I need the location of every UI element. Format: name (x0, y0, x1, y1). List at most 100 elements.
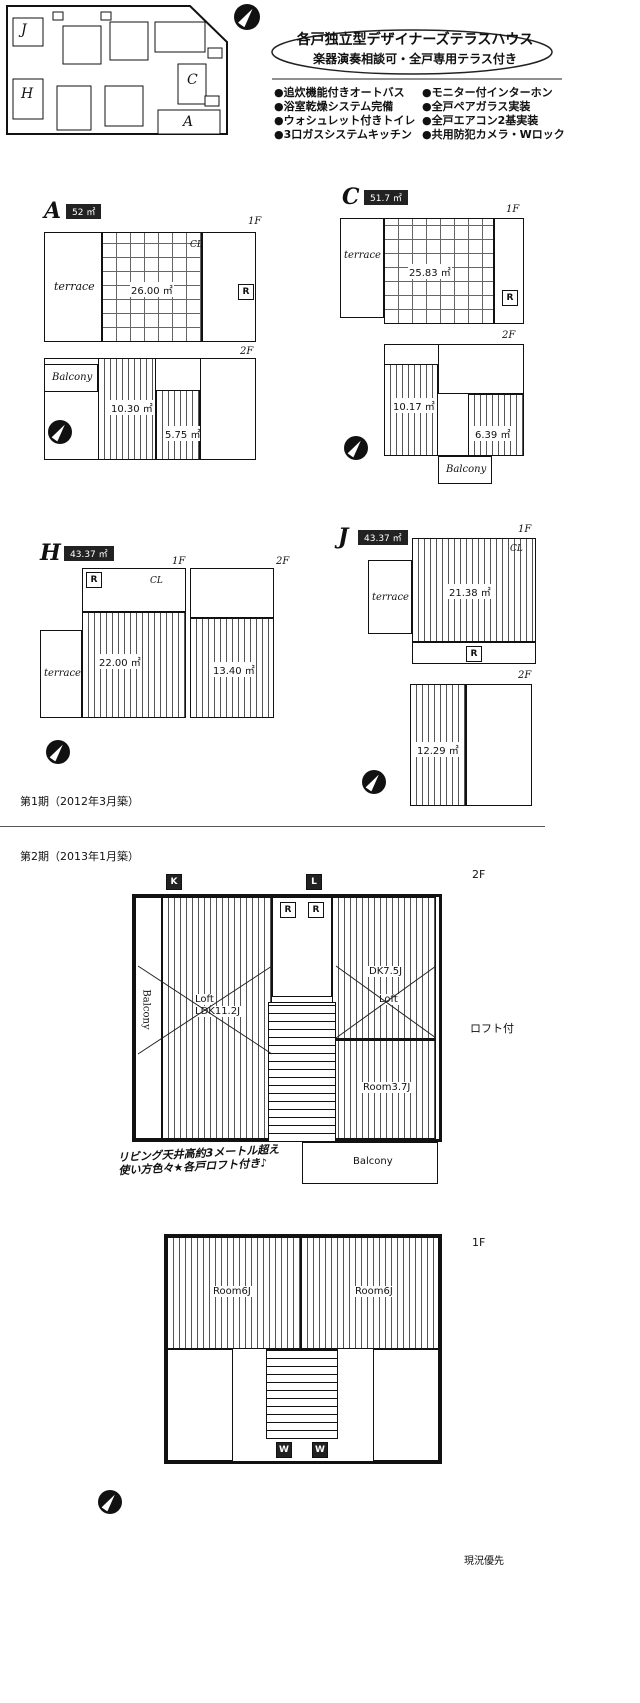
unit-a-ldk-label: 26.00 ㎡ (130, 282, 174, 297)
feature-item: ●浴室乾燥システム完備 (274, 100, 394, 113)
phase2-room6-right-label: Room6J (354, 1286, 394, 1297)
unit-a-room2-label: 5.75 ㎡ (164, 426, 202, 441)
phase2-dk-label: DK7.5J (368, 966, 404, 977)
phase2-loft-left: Loft (194, 994, 215, 1005)
unit-c-name: C (342, 184, 360, 210)
unit-a-refrigerator-icon: R (238, 284, 254, 300)
header-banner: 各戸独立型デザイナーズテラスハウス 楽器演奏相談可・全戸専用テラス付き ●追炊機… (262, 24, 568, 150)
unit-c-refrigerator-icon: R (502, 290, 518, 306)
unit-l-marker: L (306, 874, 322, 890)
unit-h-terrace (40, 630, 82, 718)
feature-item: ●モニター付インターホン (422, 86, 553, 99)
phase2-washer-icon-right: W (312, 1442, 328, 1458)
phase2-dk (332, 897, 436, 1139)
unit-j-wet-2f (466, 684, 532, 806)
unit-c-room2-label: 6.39 ㎡ (474, 426, 512, 441)
phase2-refrigerator-icon-k: R (280, 902, 296, 918)
feature-item: ●共用防犯カメラ・Wロック (422, 128, 565, 141)
phase2-balcony-label: Balcony (352, 1156, 394, 1167)
unit-a-1f: 1F (248, 216, 262, 227)
unit-a-area: 52 ㎡ (66, 204, 102, 219)
unit-j-name: J (338, 524, 349, 550)
phase2-loft-right: Loft (378, 994, 399, 1005)
unit-c-wet-1f (494, 218, 524, 324)
unit-a-cl-label: CL (190, 240, 203, 250)
site-map: J H C A (5, 4, 233, 136)
unit-c-terrace-label: terrace (344, 250, 381, 261)
unit-c-room2 (468, 394, 524, 456)
unit-a-wet-1f (202, 232, 256, 342)
unit-c-wet-2f (438, 344, 524, 394)
banner-oval (271, 29, 562, 80)
unit-a-wet-2f (200, 358, 256, 460)
unit-j-terrace (368, 560, 412, 634)
unit-c-terrace (340, 218, 384, 318)
phase2-staircase (268, 1002, 336, 1142)
feature-item: ●全戸エアコン2基実装 (422, 114, 539, 127)
unit-a-room1-label: 10.30 ㎡ (110, 400, 154, 415)
unit-a-name: A (44, 198, 62, 224)
unit-c-1f: 1F (506, 204, 520, 215)
phase2-balcony-side (135, 897, 162, 1139)
unit-j-plan: J 43.37 ㎡ 1F terrace 21.38 ㎡ CL R 2F 12.… (334, 520, 554, 820)
unit-c-ldk-label: 25.83 ㎡ (408, 264, 452, 279)
unit-a-balcony (44, 364, 98, 392)
site-unit-j: J (21, 22, 27, 38)
unit-h-area: 43.37 ㎡ (64, 546, 114, 561)
unit-h-refrigerator-icon: R (86, 572, 102, 588)
site-unit-h: H (21, 86, 34, 102)
unit-h-wet-2f (190, 568, 274, 618)
unit-h-terrace-label: terrace (44, 668, 81, 679)
site-map-outline (6, 5, 228, 135)
unit-h-cl-label: CL (150, 576, 163, 586)
compass-icon (98, 1490, 122, 1514)
phase2-staircase-1f (266, 1349, 338, 1439)
phase2-1f-label: 1F (472, 1236, 486, 1249)
phase2-room6-left-label: Room6J (212, 1286, 252, 1297)
loft-cross-lines (137, 965, 437, 1055)
phase2-wet-left (167, 1349, 233, 1461)
compass-icon (344, 436, 368, 460)
header-title: 各戸独立型デザイナーズテラスハウス (296, 32, 534, 48)
phase2-2f-plan: Balcony R R LDK11.2J Loft DK7.5J Loft Ro… (132, 894, 442, 1186)
unit-h-room1-label: 13.40 ㎡ (212, 662, 256, 677)
phase2-2f-label: 2F (472, 868, 486, 881)
loft-note: ロフト付 (470, 1022, 514, 1035)
site-unit-a: A (183, 114, 194, 130)
feature-item: ●全戸ペアガラス実装 (422, 100, 531, 113)
phase2-label: 第2期（2013年1月築） (20, 850, 139, 863)
unit-j-refrigerator-icon: R (466, 646, 482, 662)
unit-j-2f: 2F (518, 670, 532, 681)
unit-j-area: 43.37 ㎡ (358, 530, 408, 545)
unit-c-area: 51.7 ㎡ (364, 190, 408, 205)
phase2-washer-icon-left: W (276, 1442, 292, 1458)
header-subtitle: 楽器演奏相談可・全戸専用テラス付き (313, 52, 517, 66)
unit-a-terrace (44, 232, 102, 342)
unit-c-plan: C 51.7 ㎡ 1F terrace 25.83 ㎡ R 2F 10.17 ㎡… (330, 180, 540, 500)
unit-j-terrace-label: terrace (372, 592, 409, 603)
unit-c-2f: 2F (502, 330, 516, 341)
feature-item: ●3口ガスシステムキッチン (274, 128, 412, 141)
features-right: ●モニター付インターホン ●全戸ペアガラス実装 ●全戸エアコン2基実装 ●共用防… (422, 86, 565, 142)
unit-c-balcony-label: Balcony (446, 464, 487, 475)
unit-a-balcony-label: Balcony (52, 372, 93, 383)
phase1-label: 第1期（2012年3月築） (20, 795, 139, 808)
unit-h-1f: 1F (172, 556, 186, 567)
unit-h-plan: H 43.37 ㎡ 1F 2F R CL terrace 22.00 ㎡ 13.… (0, 530, 300, 780)
compass-icon (234, 4, 260, 30)
feature-item: ●ウォシュレット付きトイレ (274, 114, 416, 127)
phase2-wet-right (373, 1349, 439, 1461)
phase2-ldk-label: LDK11.2J (194, 1006, 242, 1017)
unit-h-name: H (40, 540, 61, 566)
unit-j-ldk-label: 21.38 ㎡ (448, 584, 492, 599)
unit-c-room1-label: 10.17 ㎡ (392, 398, 436, 413)
compass-icon (362, 770, 386, 794)
divider (0, 826, 545, 827)
compass-icon (48, 420, 72, 444)
unit-k-marker: K (166, 874, 182, 890)
unit-j-cl-label: CL (510, 544, 523, 554)
unit-j-1f: 1F (518, 524, 532, 535)
compass-icon (46, 740, 70, 764)
unit-a-terrace-label: terrace (54, 280, 95, 293)
unit-h-ldk-label: 22.00 ㎡ (98, 654, 142, 669)
